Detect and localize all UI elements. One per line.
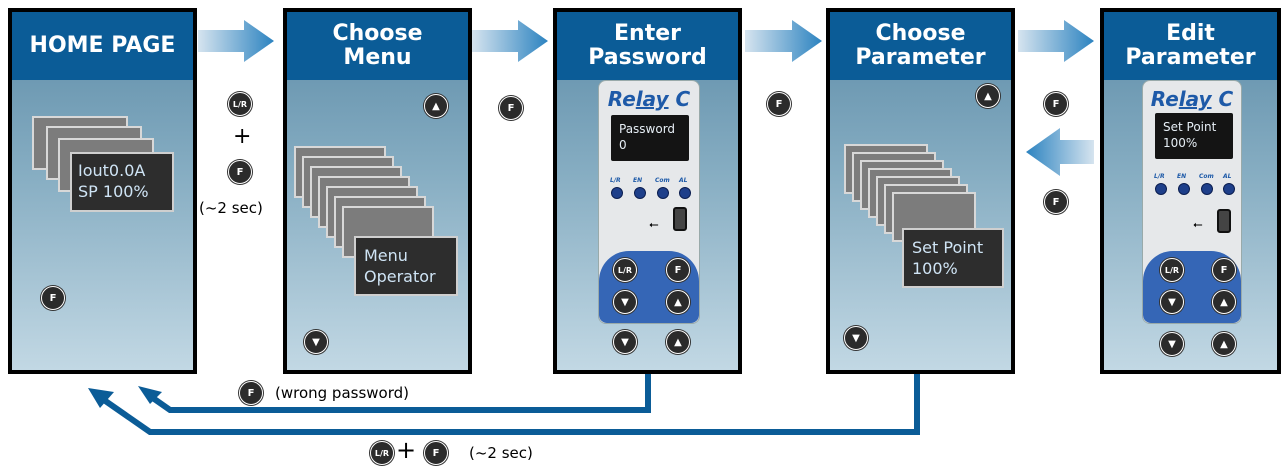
- up-button[interactable]: ▲: [666, 290, 690, 314]
- lr-button[interactable]: L/R: [370, 441, 394, 465]
- led-label: Com: [655, 177, 670, 184]
- led-label: Com: [1199, 173, 1214, 180]
- up-button[interactable]: ▲: [424, 94, 448, 118]
- brand-logo: Relay C: [607, 87, 691, 111]
- down-button[interactable]: ▼: [613, 330, 637, 354]
- down-button[interactable]: ▼: [1160, 290, 1184, 314]
- led-label: EN: [1177, 173, 1187, 180]
- down-button[interactable]: ▼: [1160, 332, 1184, 356]
- f-button[interactable]: F: [1212, 258, 1236, 282]
- led-label: L/R: [610, 177, 621, 184]
- lcd-line-2: 0: [619, 138, 627, 152]
- arrow-edit-to-parameter: [1026, 128, 1094, 176]
- lcd-line-2: 100%: [1163, 136, 1198, 150]
- plus-sign: +: [233, 124, 252, 149]
- plus-sign: +: [396, 436, 417, 464]
- f-button[interactable]: F: [41, 286, 65, 310]
- wrong-password-label: (wrong password): [275, 384, 409, 402]
- f-button[interactable]: F: [499, 96, 523, 120]
- lcd-line-1: Password: [619, 122, 676, 136]
- down-button[interactable]: ▼: [613, 290, 637, 314]
- f-button[interactable]: F: [767, 92, 791, 116]
- password-lcd: Password 0: [611, 115, 689, 161]
- arrow-parameter-to-edit: [1018, 20, 1094, 62]
- led-lr: [1155, 183, 1167, 195]
- up-button[interactable]: ▲: [976, 84, 1000, 108]
- wrong-password-return-line: [148, 374, 651, 413]
- relay-c-device: Relay C Set Point 100% L/R EN Com AL ⭠: [1142, 80, 1242, 324]
- long-press-return-line: [102, 374, 920, 435]
- hold-duration: (~2 sec): [199, 199, 263, 217]
- lcd-line-1: Set Point: [1163, 120, 1217, 134]
- lr-button[interactable]: L/R: [228, 92, 252, 116]
- down-button[interactable]: ▼: [304, 330, 328, 354]
- edit-lcd: Set Point 100%: [1155, 113, 1233, 159]
- arrow-menu-to-password: [472, 20, 548, 62]
- parameter-line-1: Set Point: [912, 238, 984, 257]
- up-button[interactable]: ▲: [666, 330, 690, 354]
- led-label: L/R: [1154, 173, 1165, 180]
- arrow-password-to-parameter: [745, 20, 822, 62]
- panel-title: Enter Password: [557, 12, 738, 80]
- parameter-line-2: 100%: [912, 259, 958, 278]
- menu-display: Menu Operator: [354, 236, 458, 296]
- panel-title: Edit Parameter: [1104, 12, 1277, 80]
- f-button[interactable]: F: [1044, 190, 1068, 214]
- up-button[interactable]: ▲: [1212, 290, 1236, 314]
- led-label: AL: [1223, 173, 1232, 180]
- led-com: [1201, 183, 1213, 195]
- f-button[interactable]: F: [1044, 92, 1068, 116]
- relay-c-device: Relay C Password 0 L/R EN Com AL ⭠: [598, 80, 700, 324]
- led-en: [634, 187, 646, 199]
- usb-port-icon: [1217, 209, 1231, 233]
- home-line-2: SP 100%: [78, 182, 149, 201]
- panel-title: Choose Menu: [287, 12, 468, 80]
- led-lr: [611, 187, 623, 199]
- up-button[interactable]: ▲: [1212, 332, 1236, 356]
- led-al: [1223, 183, 1235, 195]
- home-line-1: Iout0.0A: [78, 161, 146, 180]
- f-button[interactable]: F: [424, 441, 448, 465]
- usb-symbol-icon: ⭠: [649, 217, 659, 231]
- brand-logo: Relay C: [1150, 87, 1234, 111]
- led-label: EN: [633, 177, 643, 184]
- usb-port-icon: [673, 207, 687, 231]
- home-display: Iout0.0A SP 100%: [70, 152, 174, 212]
- arrow-home-to-menu: [198, 20, 274, 62]
- menu-line-1: Menu: [364, 246, 408, 265]
- f-button[interactable]: F: [239, 381, 263, 405]
- lr-button[interactable]: L/R: [1160, 258, 1184, 282]
- menu-line-2: Operator: [364, 267, 436, 286]
- led-label: AL: [679, 177, 688, 184]
- lr-button[interactable]: L/R: [613, 258, 637, 282]
- f-button[interactable]: F: [228, 160, 252, 184]
- panel-title: Choose Parameter: [830, 12, 1011, 80]
- usb-symbol-icon: ⭠: [1193, 217, 1203, 231]
- choose-menu-panel: Choose Menu: [283, 8, 472, 374]
- led-en: [1178, 183, 1190, 195]
- parameter-display: Set Point 100%: [902, 228, 1004, 288]
- long-press-duration: (~2 sec): [469, 444, 533, 462]
- f-button[interactable]: F: [666, 258, 690, 282]
- led-com: [657, 187, 669, 199]
- led-al: [679, 187, 691, 199]
- down-button[interactable]: ▼: [844, 326, 868, 350]
- panel-title: HOME PAGE: [12, 12, 193, 80]
